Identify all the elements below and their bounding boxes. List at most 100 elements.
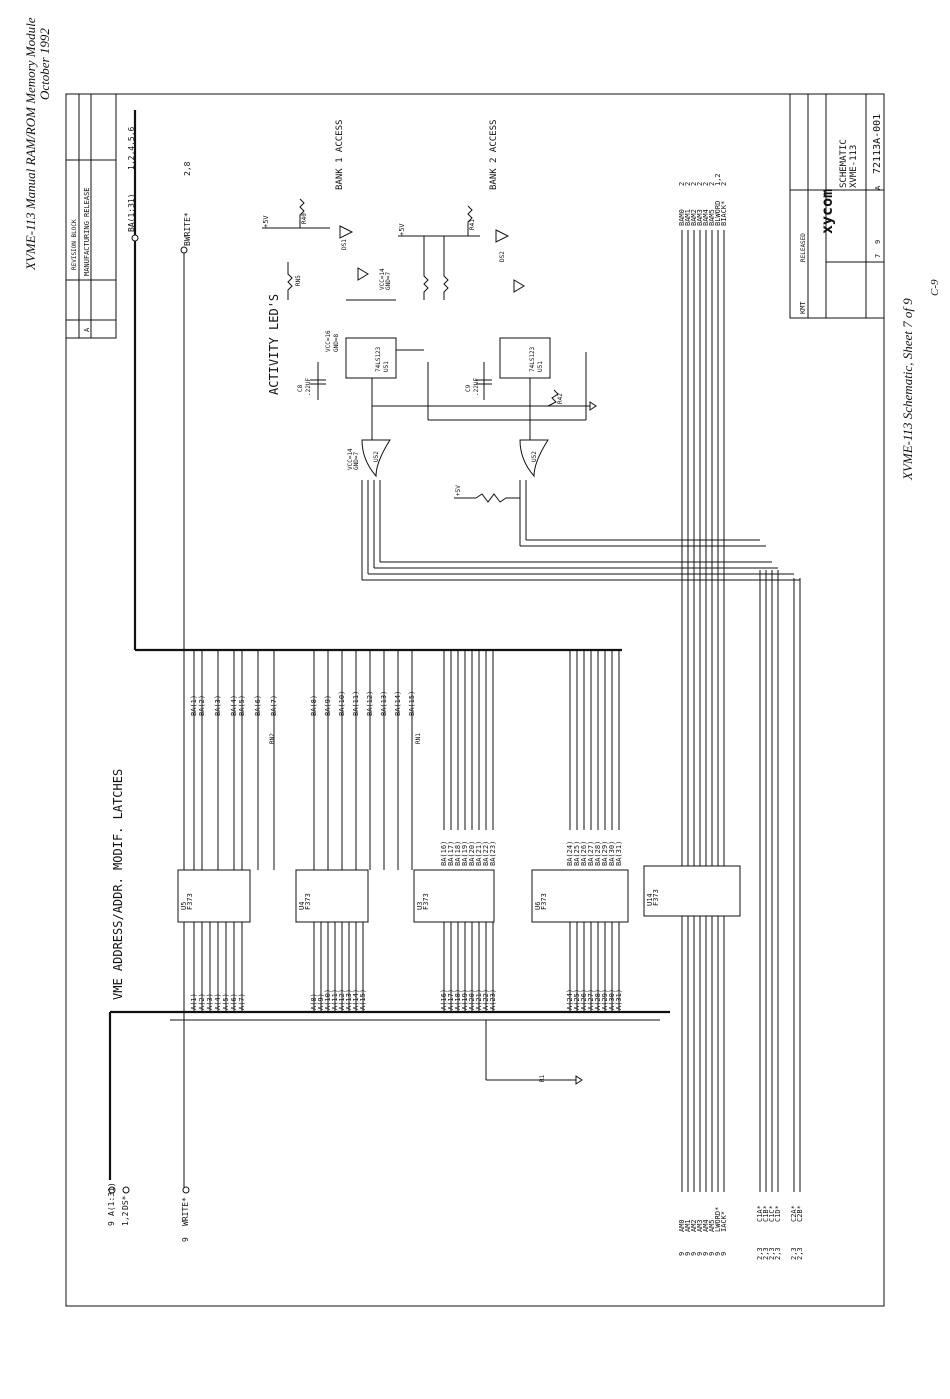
bam4-label: BAM4: [702, 209, 710, 226]
u3-out-1: BA(17): [447, 841, 455, 866]
u6-out-5: BA(29): [601, 841, 609, 866]
am-bus-lines: [361, 230, 801, 1192]
write-label: WRITE*: [181, 1197, 190, 1226]
latches-title: VME ADDRESS/ADDR. MODIF. LATCHES: [111, 769, 125, 1000]
activity-leds-title: ACTIVITY LED'S: [267, 294, 281, 395]
u6-out-0: BA(24): [566, 841, 574, 866]
blword-sheet: 1,2: [714, 173, 722, 186]
rn1-label: RN1: [415, 733, 422, 744]
c2b-label: C2B*: [796, 1205, 804, 1222]
ds1-led: [339, 225, 354, 239]
u52a-ref: U52: [373, 451, 380, 462]
company-logo: xycom: [818, 189, 836, 234]
bam0-label: BAM0: [678, 209, 686, 226]
c9-value: .22UF: [473, 378, 480, 396]
u3-ref: U3: [416, 902, 424, 910]
u6-ref: U6: [534, 902, 542, 910]
sheet-of: 9: [874, 240, 882, 244]
revision-block: REVISION BLOCK A MANUFACTURING RELEASE: [65, 93, 117, 339]
u51-vcc: VCC=16: [325, 330, 332, 352]
ds-label: DS*: [121, 1195, 130, 1210]
bam2-label: BAM2: [690, 209, 698, 226]
bwrite-label: BWRITE*: [183, 212, 192, 246]
c9-label: C9: [465, 384, 472, 392]
u51b-ref: U51: [537, 361, 544, 372]
bam3-sheet: 2: [696, 182, 704, 186]
ba-bus-sheets: 1,2,4,5,6: [127, 126, 136, 170]
c8-label: C8: [297, 384, 304, 392]
u51b-part: 74LS123: [529, 346, 536, 372]
u5-part: F373: [186, 893, 194, 910]
u4-ref: U4: [298, 902, 306, 910]
u6-out-7: BA(31): [615, 841, 623, 866]
c1a-label: C1A*: [756, 1205, 764, 1222]
iack-label: IACK*: [720, 1211, 728, 1232]
bank1-label: BANK 1 ACCESS: [335, 120, 345, 190]
left-connectors: 9 A(1:31) 1,2 DS* 9 WRITE*: [107, 1182, 190, 1242]
u3-part: F373: [422, 893, 430, 910]
manual-title: XVME-113 Manual RAM/ROM Memory Module: [23, 17, 38, 271]
rn5-label: RN5: [295, 275, 302, 286]
sheet-ds: 1,2: [121, 1211, 130, 1226]
latch-u5: U5 F373 A(1) A(2) A(3) A(4) A(5) A(6) A(…: [177, 650, 278, 1012]
u14-ref: U14: [646, 893, 654, 906]
bwrite-sheets: 2,8: [183, 161, 192, 176]
page-number: C-9: [929, 279, 941, 296]
drawn-by: KMT: [799, 301, 807, 314]
u51a-oneshot: [345, 337, 397, 379]
c1b-sheet: 2,3: [762, 1247, 770, 1260]
bank-select-connectors: C1A* C1B* C1C* C1D* C2A* C2B* 2,3 2,3 2,…: [756, 1205, 804, 1260]
bam5-label: BAM5: [708, 209, 716, 226]
bam1-sheet: 2: [684, 182, 692, 186]
drawing-model: XVME-113: [849, 145, 859, 188]
u50-driver-2: [513, 279, 525, 293]
am4-label: AM4: [702, 1219, 710, 1232]
u50-gnd: GND=7: [385, 272, 392, 290]
r42-label: R42: [557, 393, 564, 404]
am-connectors: AM0 AM1 AM2 AM3 AM4 AM5 LWORD* IACK* 9 9…: [678, 1207, 728, 1256]
page-footer: XVME-113 Schematic, Sheet 7 of 9: [900, 298, 915, 481]
ds2-label: DS2: [499, 251, 506, 262]
ds2-led: [495, 229, 510, 243]
am3-sheet: 9: [696, 1252, 704, 1256]
latch-u14: U14 F373: [643, 865, 741, 917]
u6-out-4: BA(28): [594, 841, 602, 866]
latch-u4: U4 F373 A(8) A(9) A(10) A(11) A(12) A(13…: [295, 650, 416, 1012]
bam1-label: BAM1: [684, 209, 692, 226]
bam4-sheet: 2: [702, 182, 710, 186]
c2b-sheet: 2,3: [796, 1247, 804, 1260]
u6-out-6: BA(30): [608, 841, 616, 866]
sheet-caption: XVME-113 Schematic, Sheet 7 of 9: [900, 298, 915, 481]
rn2-label: RN2: [269, 733, 276, 744]
am0-sheet: 9: [678, 1252, 686, 1256]
c1d-label: C1D*: [774, 1205, 782, 1222]
biack-label: BIACK*: [720, 201, 728, 226]
am5-sheet: 9: [708, 1252, 716, 1256]
u51a-part: 74LS123: [375, 346, 382, 372]
u14-part: F373: [652, 889, 660, 906]
page-header: XVME-113 Manual RAM/ROM Memory Module Oc…: [23, 17, 52, 271]
c8-value: .22UF: [305, 378, 312, 396]
u3-out-4: BA(20): [468, 841, 476, 866]
u6-out-3: BA(27): [587, 841, 595, 866]
am5-label: AM5: [708, 1219, 716, 1232]
am3-label: AM3: [696, 1219, 704, 1232]
c1c-label: C1C*: [768, 1205, 776, 1222]
u50-vcc: VCC=14: [379, 268, 386, 290]
c1d-sheet: 2,3: [774, 1247, 782, 1260]
sheet-number: 7: [874, 254, 882, 258]
bam2-sheet: 2: [690, 182, 698, 186]
u3-out-3: BA(19): [461, 841, 469, 866]
u4-part: F373: [304, 893, 312, 910]
u52-gnd: GND=7: [353, 452, 360, 470]
blword-label: BLWORD: [714, 201, 722, 226]
title-rev: A: [874, 185, 882, 190]
r41-label: R41: [469, 219, 476, 230]
u51-gnd: GND=8: [333, 334, 340, 352]
a-bus-label: A(1:31): [107, 1182, 116, 1216]
r40-label: R40: [301, 213, 308, 224]
drawing-border: [65, 93, 885, 1307]
sheet-a-bus: 9: [107, 1221, 116, 1226]
u3-out-2: BA(18): [454, 841, 462, 866]
